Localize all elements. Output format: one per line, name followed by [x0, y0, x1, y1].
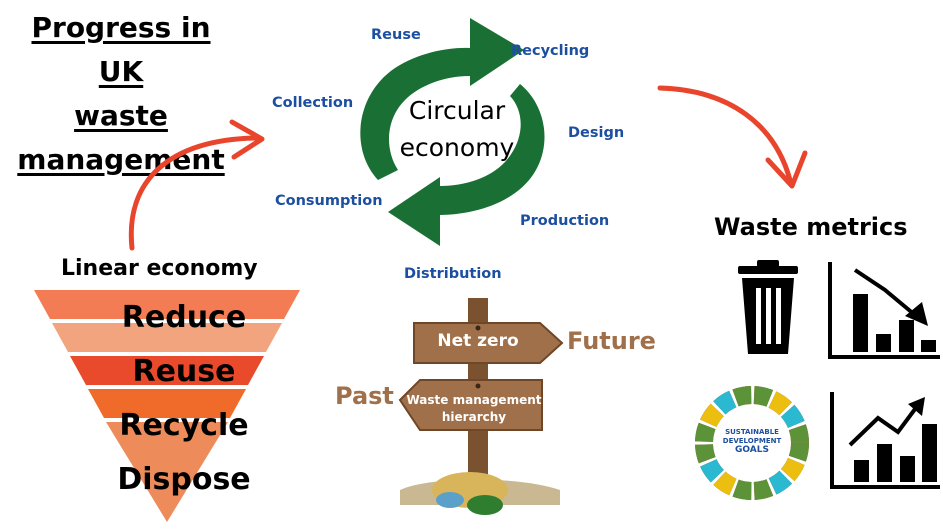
past-label: Past — [335, 382, 394, 410]
circular-to-metrics-arrowhead — [765, 150, 808, 189]
linear-economy-title: Linear economy — [61, 256, 258, 281]
stage-production: Production — [520, 213, 610, 229]
future-label: Future — [567, 327, 656, 355]
sdg-line-3: GOALS — [735, 445, 769, 455]
waste-hierarchy-pyramid — [34, 290, 300, 522]
declining-chart-icon — [828, 262, 940, 359]
sdg-line-2: DEVELOPMENT — [722, 437, 782, 445]
sign-waste-hierarchy: Waste management hierarchy — [404, 392, 544, 426]
level-reduce: Reduce — [121, 300, 247, 335]
rising-chart-icon — [830, 392, 940, 489]
signpost-graphic — [398, 298, 564, 515]
circular-label-line-2: economy — [399, 133, 515, 162]
stage-distribution: Distribution — [404, 266, 502, 282]
stage-recycling: Recycling — [511, 43, 590, 59]
title-line-1: Progress in UK — [31, 11, 211, 88]
level-dispose: Dispose — [117, 462, 251, 497]
trash-can-icon — [738, 260, 798, 354]
circular-label-line-1: Circular — [408, 96, 506, 125]
level-reuse: Reuse — [132, 354, 236, 389]
stage-reuse: Reuse — [371, 27, 421, 43]
waste-metrics-title: Waste metrics — [714, 213, 908, 241]
circular-economy-label: Circular economy — [382, 92, 532, 166]
circular-arrows — [360, 18, 545, 246]
sdg-text: SUSTAINABLE DEVELOPMENT GOALS — [722, 428, 782, 455]
stage-consumption: Consumption — [275, 193, 383, 209]
title-line-2: waste — [74, 99, 168, 132]
sdg-wheel-icon — [695, 386, 809, 500]
stage-design: Design — [568, 125, 625, 141]
sign-net-zero: Net zero — [437, 331, 519, 351]
linear-to-circular-arrowhead — [229, 119, 265, 160]
sdg-line-1: SUSTAINABLE — [725, 428, 779, 436]
sign-hierarchy-line-1: Waste management — [406, 393, 542, 407]
stage-collection: Collection — [272, 95, 354, 111]
level-recycle: Recycle — [119, 408, 249, 443]
circular-to-metrics-arrow — [657, 85, 793, 183]
linear-to-circular-arrow — [128, 135, 258, 251]
sign-hierarchy-line-2: hierarchy — [441, 410, 507, 424]
